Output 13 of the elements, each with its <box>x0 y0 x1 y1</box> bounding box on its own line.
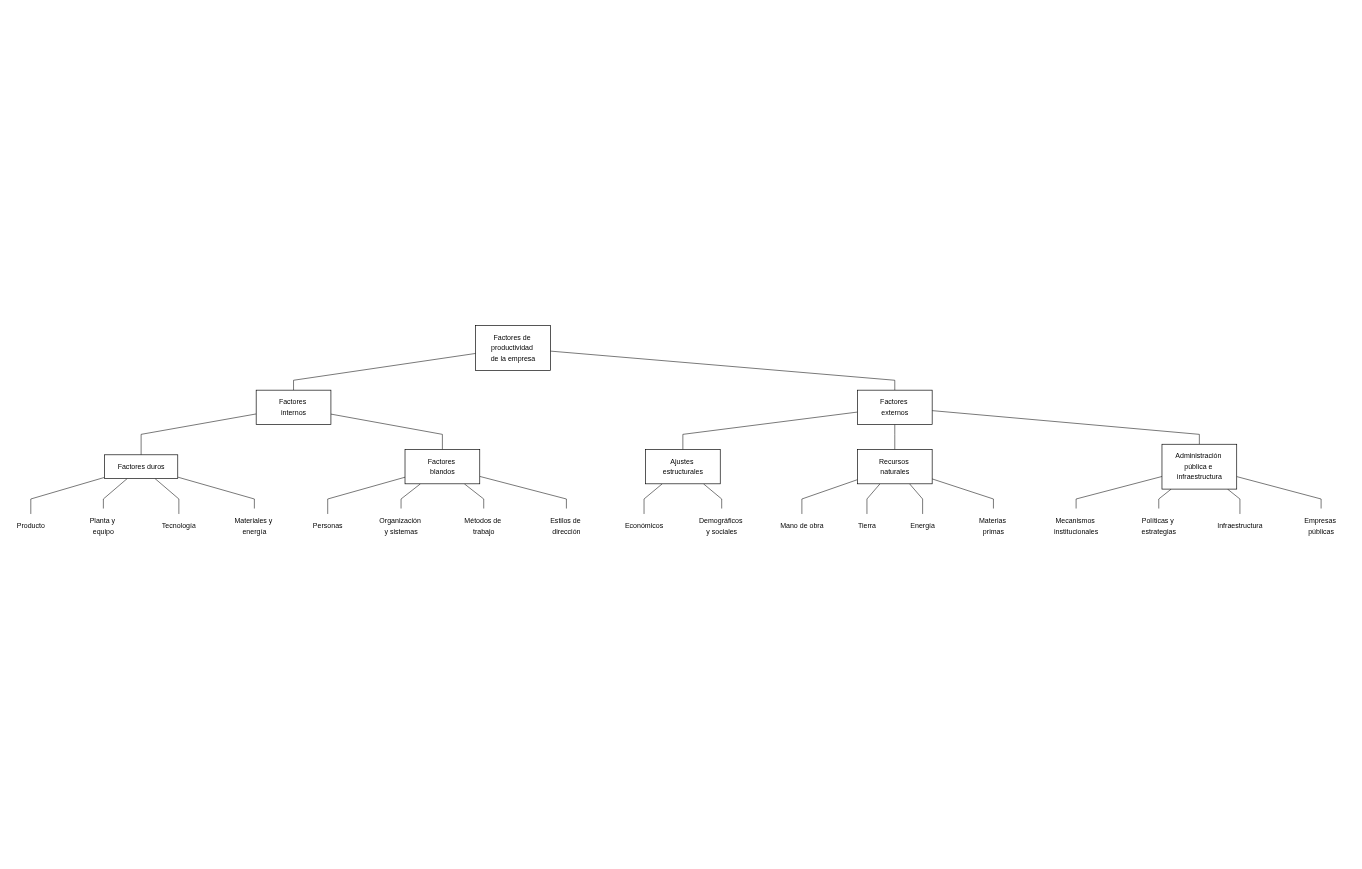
connector <box>293 353 476 391</box>
connector <box>103 478 128 510</box>
connector <box>894 424 896 450</box>
connector <box>682 411 858 450</box>
connector <box>931 410 1200 445</box>
connector <box>30 477 105 515</box>
connector <box>1075 476 1163 510</box>
connector <box>1158 488 1172 510</box>
connector <box>330 413 443 450</box>
connector <box>177 477 255 510</box>
connector <box>154 478 180 515</box>
connector <box>801 479 858 515</box>
connector <box>550 351 896 391</box>
